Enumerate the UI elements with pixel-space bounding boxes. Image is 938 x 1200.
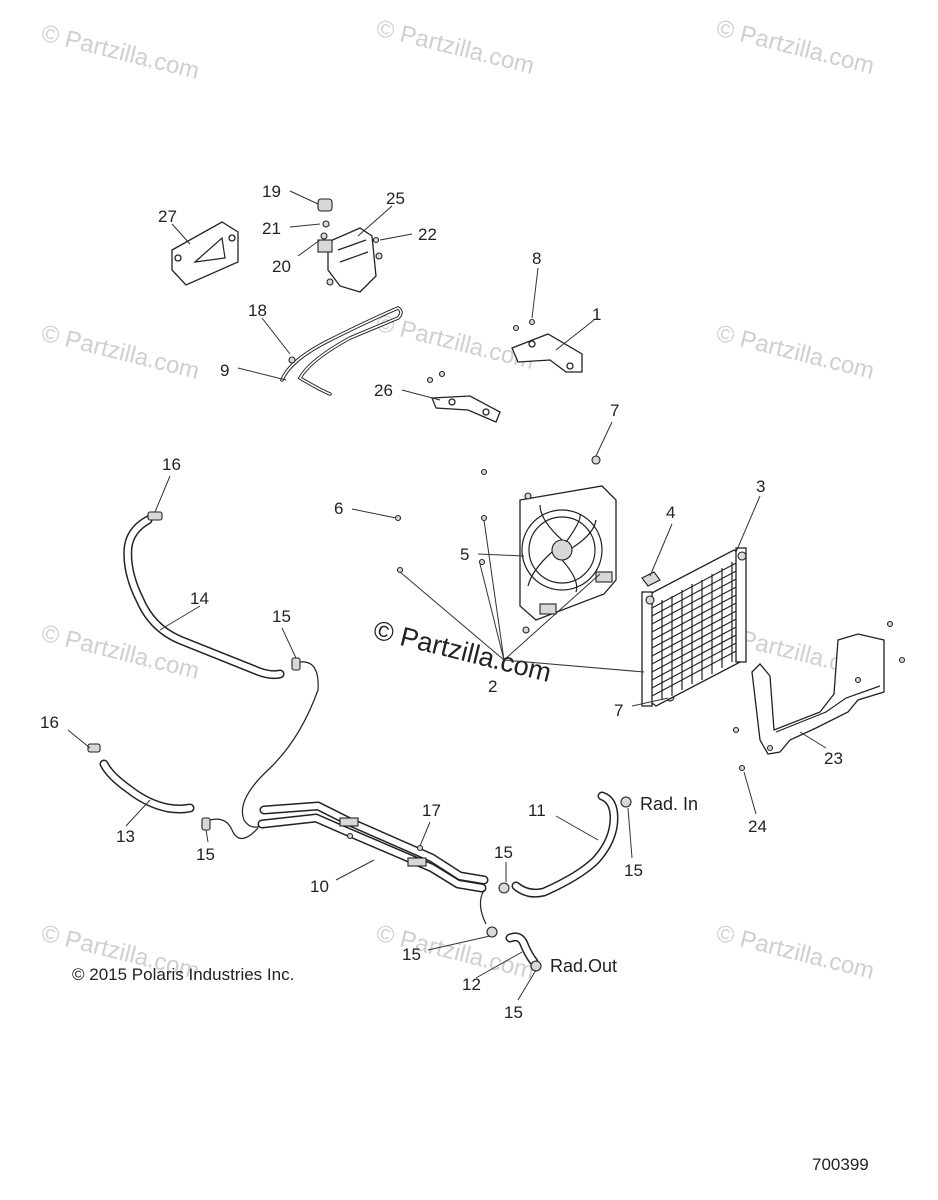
sensor-wire [241,661,319,828]
callout-1: 1 [592,305,601,324]
callout-15a: 15 [272,607,291,626]
watermark: © Partzilla.com [374,920,537,985]
callout-27: 27 [158,207,177,226]
part-24-screw [738,764,746,772]
callout-15c: 15 [494,843,513,862]
callout-26: 26 [374,381,393,400]
part-27-bracket [171,221,239,286]
part-screw [480,514,488,522]
part-9-overflow-hose [280,306,403,396]
callout-6: 6 [334,499,343,518]
part-6-screw [394,514,402,522]
sensor-wire [209,818,259,840]
callout-2: 2 [488,677,497,696]
part-15-clamp [498,882,510,894]
watermark: © Partzilla.com [374,15,537,80]
callout-12: 12 [462,975,481,994]
part-screw [480,468,488,476]
part-7-nut [591,455,601,465]
callout-14: 14 [190,589,209,608]
watermark: © Partzilla.com [714,15,877,80]
part-21-clip [322,220,330,228]
watermark: © Partzilla.com [39,20,202,85]
callout-4: 4 [666,503,675,522]
callout-8: 8 [532,249,541,268]
callout-15e: 15 [402,945,421,964]
callout-24: 24 [748,817,767,836]
callout-13: 13 [116,827,135,846]
callout-20: 20 [272,257,291,276]
watermark: © Partzilla.com [714,920,877,985]
part-23-guard [732,620,906,755]
callout-18: 18 [248,301,267,320]
center-watermark: © Partzilla.com [371,615,555,688]
part-19-cap [317,198,333,212]
part-15-clamp [620,796,632,808]
callout-17: 17 [422,801,441,820]
watermark: © Partzilla.com [39,620,202,685]
callout-3: 3 [756,477,765,496]
callout-15d: 15 [624,861,643,880]
diagram-number: 700399 [812,1155,869,1174]
part-1-bracket [511,318,583,373]
part-26-bracket [426,370,501,423]
part-25-reservoir [317,227,383,293]
part-10-tube-assembly [257,801,489,893]
part-15-clamp [291,657,301,671]
callout-5: 5 [460,545,469,564]
part-screw [396,566,404,574]
callout-16a: 16 [162,455,181,474]
part-12-elbow [505,932,539,967]
callouts: 1 2 3 4 5 6 7 7 8 9 10 11 12 13 14 15 15… [40,182,843,1022]
callout-21: 21 [262,219,281,238]
callout-9: 9 [220,361,229,380]
callout-10: 10 [310,877,329,896]
part-13-hose [99,759,195,814]
label-rad-out: Rad.Out [550,956,617,976]
hose-link [479,889,487,925]
callout-16b: 16 [40,713,59,732]
leader-lines [67,190,827,1001]
watermarks: © Partzilla.com © Partzilla.com © Partzi… [39,15,877,985]
callout-7b: 7 [614,701,623,720]
part-16-clamp [147,511,163,521]
watermark: © Partzilla.com [39,320,202,385]
watermark: © Partzilla.com [714,320,877,385]
callout-23: 23 [824,749,843,768]
part-4-grommet [641,571,661,587]
callout-7a: 7 [610,401,619,420]
part-3-radiator [641,547,747,707]
copyright: © 2015 Polaris Industries Inc. [72,965,294,984]
part-15-clamp [201,817,211,831]
callout-11: 11 [528,801,546,820]
callout-15b: 15 [196,845,215,864]
callout-19: 19 [262,182,281,201]
part-11-hose [511,791,619,898]
part-5-fan-shroud [519,485,617,634]
part-22-screw [372,236,380,244]
part-20-seal [320,232,328,240]
callout-22: 22 [418,225,437,244]
callout-15f: 15 [504,1003,523,1022]
part-15-clamp [486,926,498,938]
part-screw [478,558,486,566]
callout-25: 25 [386,189,405,208]
part-16-clamp [87,743,101,753]
part-15-clamp [530,960,542,972]
label-rad-in: Rad. In [640,794,698,814]
